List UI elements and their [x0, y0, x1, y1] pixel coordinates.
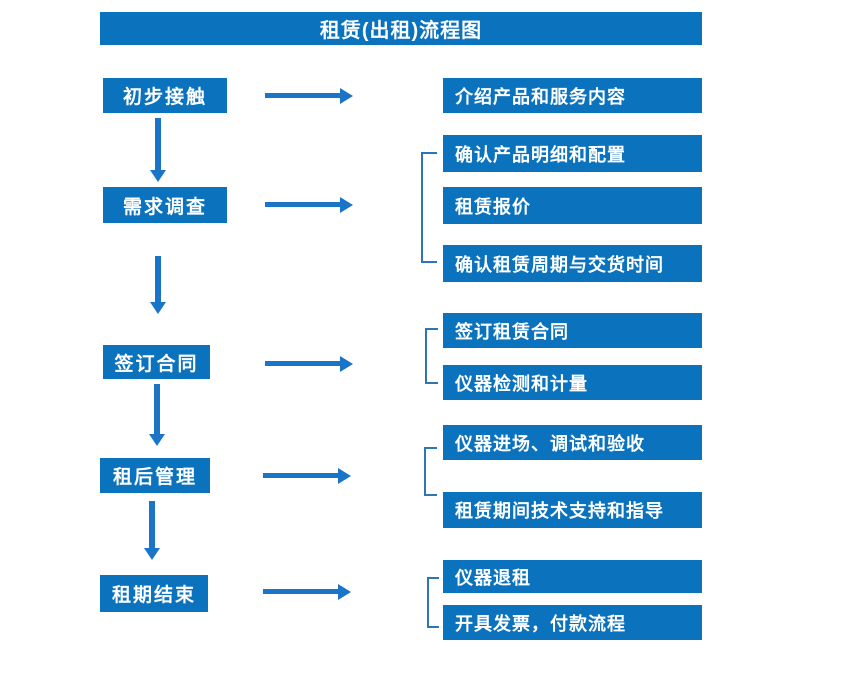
flowchart-title: 租赁(出租)流程图 [100, 12, 702, 45]
right-arrow-2-icon [265, 202, 340, 207]
down-arrow-1-icon [155, 118, 161, 170]
group-bracket-demand-survey [421, 152, 437, 263]
step-box-demand-survey: 需求调查 [103, 187, 227, 223]
step-box-initial-contact: 初步接触 [103, 78, 227, 113]
down-arrow-3-icon [154, 384, 160, 434]
detail-box-introduce-products: 介绍产品和服务内容 [443, 78, 702, 113]
detail-box-instrument-inspection: 仪器检测和计量 [443, 365, 702, 400]
detail-box-rental-quotation: 租赁报价 [443, 187, 702, 224]
detail-box-confirm-product-config: 确认产品明细和配置 [443, 135, 702, 172]
detail-box-confirm-period-delivery: 确认租赁周期与交货时间 [443, 245, 702, 282]
detail-box-technical-support: 租赁期间技术支持和指导 [443, 492, 702, 528]
detail-box-invoice-payment: 开具发票，付款流程 [443, 605, 702, 640]
down-arrow-2-icon [155, 256, 161, 302]
step-box-sign-contract: 签订合同 [103, 345, 210, 379]
group-bracket-post-rental [424, 447, 437, 496]
group-bracket-rental-end [427, 577, 439, 628]
right-arrow-1-icon [265, 93, 340, 98]
right-arrow-5-icon [263, 589, 338, 594]
detail-box-instrument-return: 仪器退租 [443, 560, 702, 593]
detail-box-sign-rental-contract: 签订租赁合同 [443, 313, 702, 348]
step-box-rental-end: 租期结束 [100, 575, 208, 612]
right-arrow-3-icon [265, 361, 340, 366]
detail-box-instrument-setup-acceptance: 仪器进场、调试和验收 [443, 425, 702, 460]
down-arrow-4-icon [149, 501, 155, 548]
step-box-post-rental-management: 租后管理 [100, 458, 210, 493]
group-bracket-sign-contract [425, 328, 438, 384]
right-arrow-4-icon [263, 473, 338, 478]
